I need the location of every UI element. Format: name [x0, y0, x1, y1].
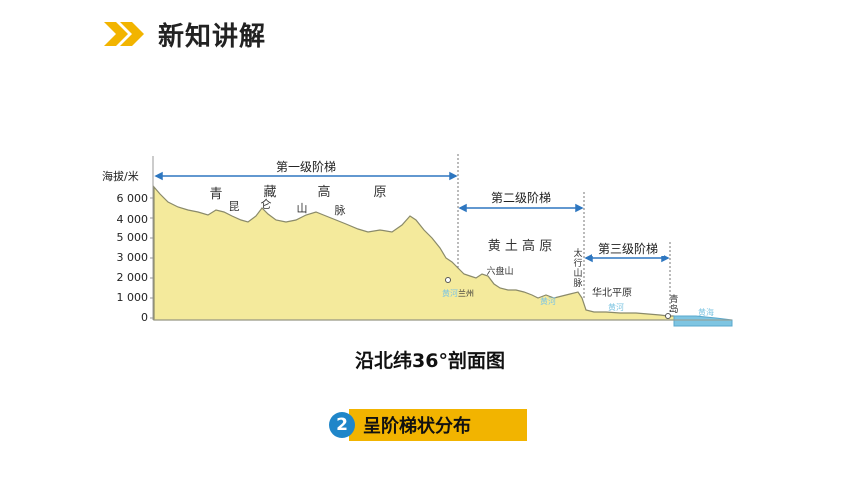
river-huanghe-label: 黄河: [608, 302, 624, 312]
section-label: 呈阶梯状分布: [349, 409, 527, 441]
region-kunlun-char: 仑: [261, 197, 272, 211]
region-qingdao-char: 岛: [669, 303, 678, 315]
y-tick-label: 3 000: [117, 251, 149, 264]
y-tick-label: 4 000: [117, 213, 149, 226]
river-huanghe-label: 黄河: [540, 296, 556, 306]
region-kunlun-char: 脉: [335, 203, 346, 217]
sea-area: [673, 315, 733, 327]
y-tick-label: 1 000: [117, 291, 149, 304]
river-huanghe-label: 黄河: [442, 288, 458, 298]
region-huabei: 华北平原: [592, 286, 632, 299]
y-axis-title: 海拔/米: [102, 169, 139, 183]
region-taihang-char: 山: [573, 268, 582, 279]
y-tick-label: 5 000: [117, 231, 149, 244]
terrain-area: [153, 185, 677, 321]
y-tick-label: 2 000: [117, 271, 149, 284]
y-tick-label: 0: [141, 311, 148, 324]
step-3-label: 第三级阶梯: [598, 242, 658, 256]
region-qingzang-char: 青: [209, 187, 222, 202]
step-1-label: 第一级阶梯: [276, 160, 336, 174]
region-qingzang-char: 原: [373, 185, 386, 200]
region-qingzang-char: 藏: [263, 185, 276, 200]
region-lanzhou: 兰州: [458, 288, 474, 298]
section-badge: 2 呈阶梯状分布: [329, 409, 527, 441]
section-number: 2: [329, 412, 355, 438]
y-tick-label: 6 000: [117, 192, 149, 205]
profile-svg: 海拔/米 6 000 5 000 4 000 3 000 2 000 1 000…: [102, 154, 733, 327]
step-2-label: 第二级阶梯: [491, 191, 551, 205]
double-chevron-icon: [104, 22, 150, 46]
qingdao-marker: [665, 313, 671, 319]
lanzhou-marker: [445, 277, 451, 283]
region-liupan: 六盘山: [486, 265, 513, 277]
elevation-profile: 海拔/米 6 000 5 000 4 000 3 000 2 000 1 000…: [96, 150, 746, 334]
section-header: 新知讲解: [104, 16, 266, 52]
region-kunlun-char: 山: [297, 202, 308, 215]
region-taihang-char: 行: [573, 257, 582, 269]
region-kunlun-char: 昆: [229, 200, 240, 213]
region-taihang-char: 太: [573, 247, 582, 259]
sea-huanghai-label: 黄海: [698, 307, 714, 317]
region-huangtu: 黄 土 高 原: [488, 238, 552, 254]
region-qingzang-char: 高: [317, 184, 330, 200]
region-qingdao-char: 青: [669, 293, 678, 305]
region-taihang-char: 脉: [573, 277, 582, 289]
page-title: 新知讲解: [158, 21, 267, 52]
diagram-caption: 沿北纬36°剖面图: [355, 350, 505, 372]
